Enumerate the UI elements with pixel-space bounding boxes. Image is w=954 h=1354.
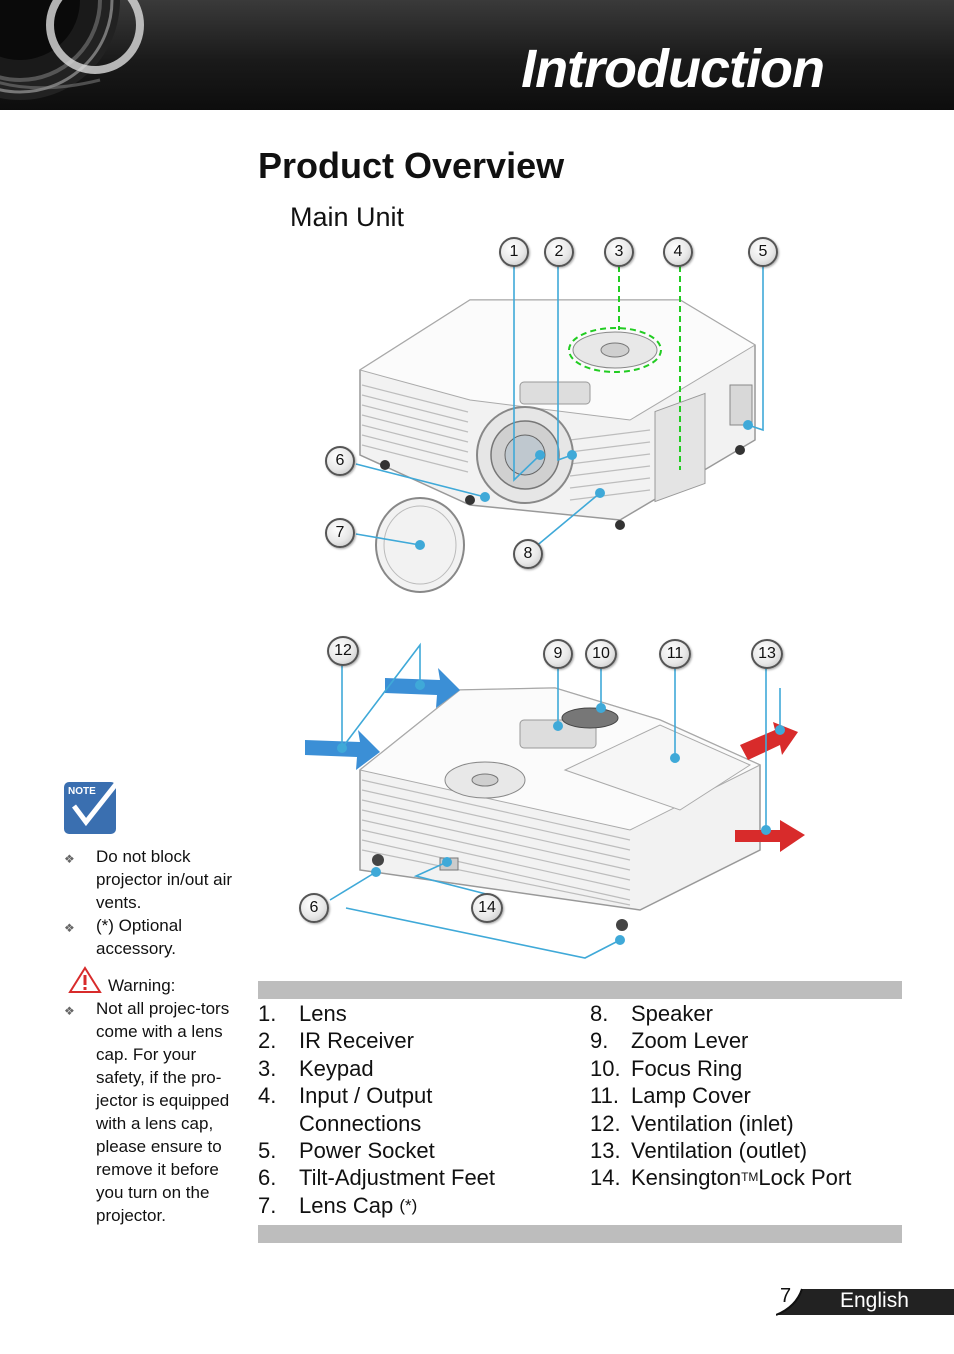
callout-9: 9 [543,639,573,669]
list-item: 4.Input / Output [258,1083,433,1109]
list-item: 11.Lamp Cover [590,1083,751,1109]
callout-4: 4 [663,237,693,267]
projector-diagram [305,266,805,959]
svg-text:NOTE: NOTE [68,786,96,797]
diamond-bullet-icon: ❖ [64,1004,75,1018]
list-item: 6.Tilt-Adjustment Feet [258,1165,496,1191]
list-item: 5.Power Socket [258,1138,435,1164]
callout-5: 5 [748,237,778,267]
footer-language: English [840,1289,909,1312]
list-item: 3.Keypad [258,1055,374,1081]
warning-label: Warning: [108,976,176,995]
callout-1: 1 [499,237,529,267]
list-item: 9.Zoom Lever [590,1028,749,1054]
page-header: Introduction [0,0,954,110]
callout-12: 12 [327,636,359,666]
list-item: 2.IR Receiver [258,1028,414,1054]
list-item: 7.Lens Cap (*) [258,1192,418,1218]
parts-list-left: 1.Lens 2.IR Receiver 3.Keypad 4.Input / … [258,1000,495,1219]
callout-14: 14 [471,893,503,923]
callout-7: 7 [325,518,355,548]
callout-6-bottom: 6 [299,893,329,923]
warning-note: ❖ Not all projec-tors come with a lens c… [64,999,230,1225]
page-subtitle: Main Unit [290,202,405,232]
warning-icon [68,966,102,993]
callout-3: 3 [604,237,634,267]
list-item: 1.Lens [258,1001,347,1026]
note-icon: NOTE [64,772,126,834]
section-title: Introduction [521,39,825,99]
diamond-bullet-icon: ❖ [64,921,75,935]
list-top-bar [258,981,902,999]
lens-graphic [0,0,144,100]
list-bottom-bar [258,1225,902,1243]
callout-2: 2 [544,237,574,267]
list-item-continuation: Connections [299,1110,422,1136]
callout-8: 8 [513,539,543,569]
list-item: 12.Ventilation (inlet) [590,1110,794,1136]
callout-13: 13 [751,639,783,669]
list-item: 8.Speaker [590,1001,713,1026]
list-item: 10.Focus Ring [590,1055,743,1081]
footer-language-tab [776,1288,954,1316]
page-title: Product Overview [258,145,565,186]
callout-6: 6 [325,446,355,476]
list-item: 13.Ventilation (outlet) [590,1138,808,1164]
diamond-bullet-icon: ❖ [64,852,75,866]
projector-rear-image [358,687,762,931]
parts-list-right: 8.Speaker 9.Zoom Lever 10.Focus Ring 11.… [590,1000,851,1192]
callout-10: 10 [585,639,617,669]
page-number: 7 [780,1285,792,1307]
callout-11: 11 [659,639,691,669]
